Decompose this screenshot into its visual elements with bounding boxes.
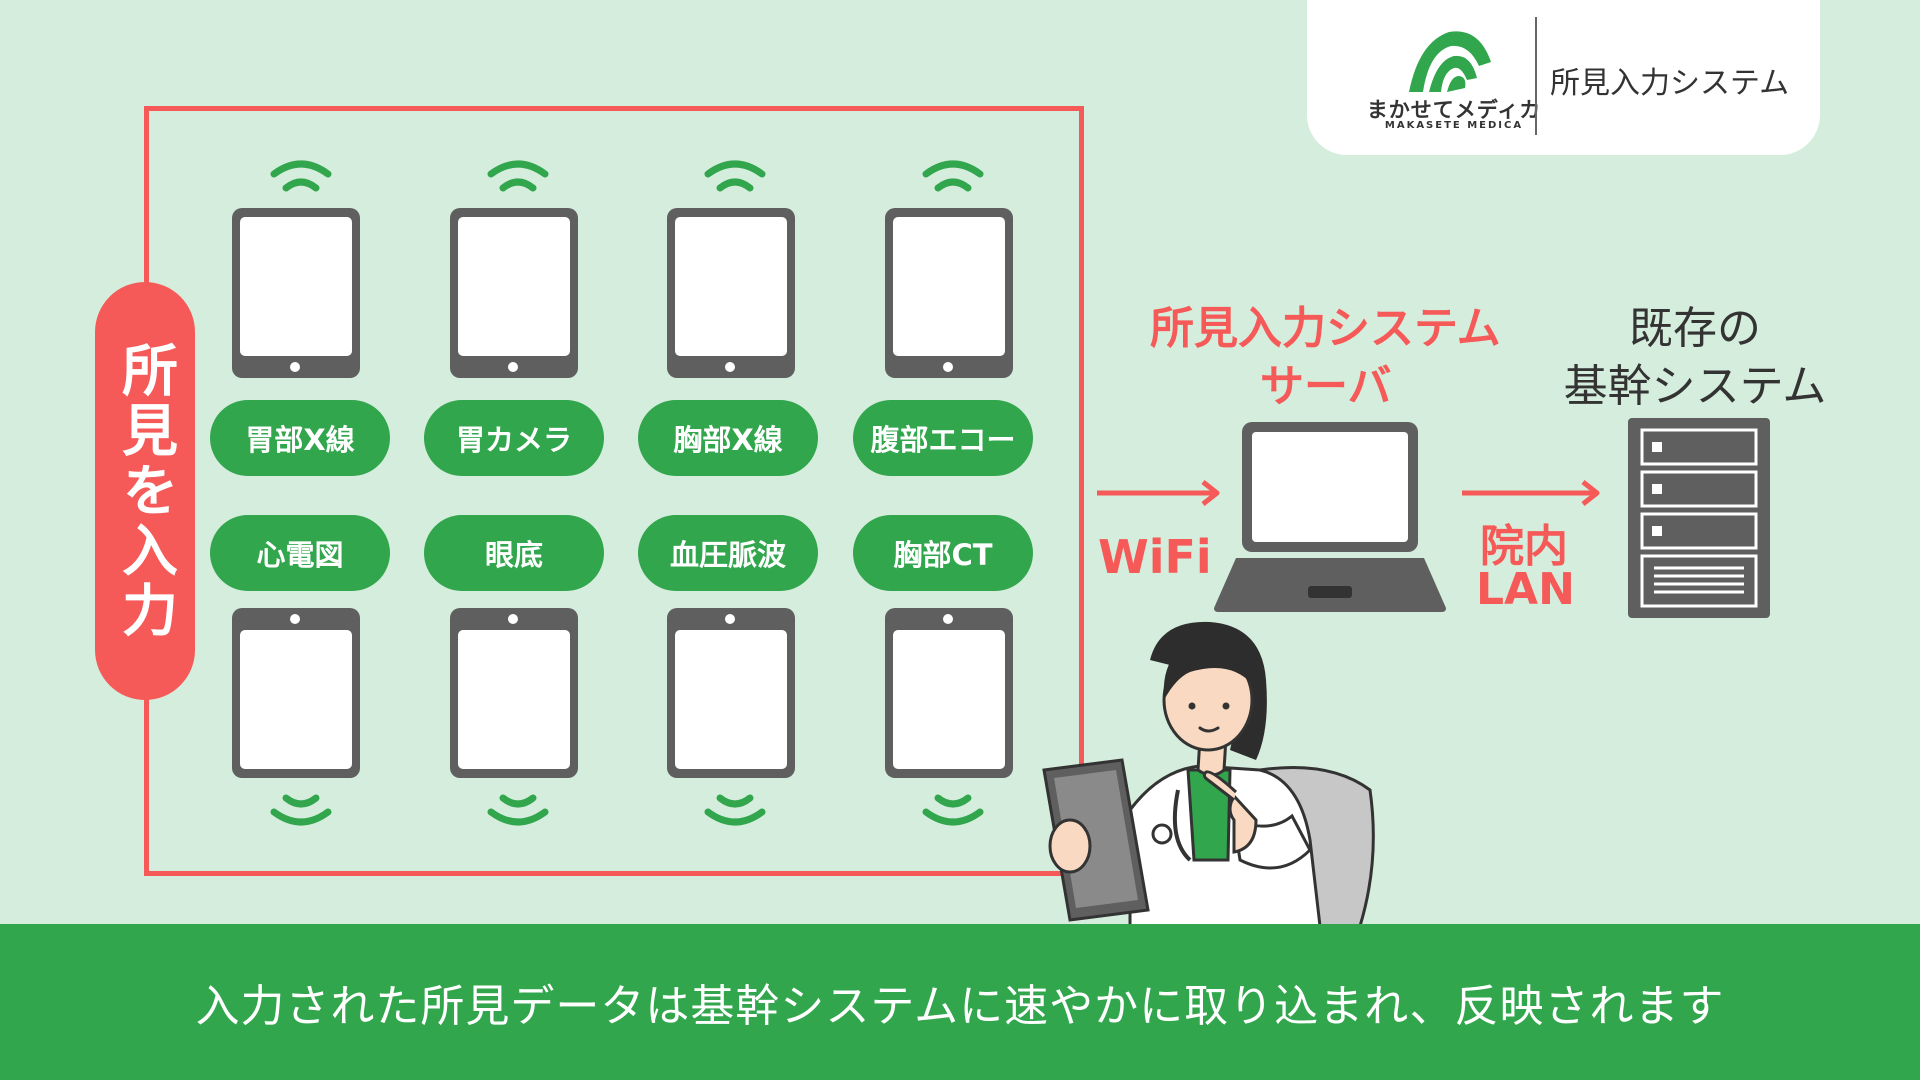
wifi-signal-icon <box>922 794 984 826</box>
wifi-signal-icon <box>270 160 332 192</box>
exam-tag: 胸部CT <box>853 515 1033 591</box>
server-label-line1: 所見入力システム <box>1150 303 1501 354</box>
product-name: 所見入力システム <box>1550 66 1790 101</box>
lan-label-line1: 院内 <box>1480 521 1568 572</box>
wifi-signal-icon <box>487 794 549 826</box>
core-system-label-line2: 基幹システム <box>1563 361 1827 412</box>
brand-divider <box>1535 17 1537 135</box>
arrow-right-icon <box>1462 480 1600 506</box>
wifi-signal-icon <box>704 794 766 826</box>
tablet-icon <box>450 208 578 378</box>
tablet-icon <box>885 608 1013 778</box>
laptop-icon <box>1214 422 1446 612</box>
doctor-illustration <box>1042 621 1375 926</box>
server-label-line2: サーバ <box>1260 361 1392 412</box>
exam-tag: 血圧脈波 <box>638 515 818 591</box>
wifi-signal-icon <box>922 160 984 192</box>
tablet-icon <box>232 608 360 778</box>
exam-tag: 心電図 <box>210 515 390 591</box>
brand-header: まかせてメディカ MAKASETE MEDICA 所見入力システム <box>1307 0 1820 155</box>
tablet-icon <box>450 608 578 778</box>
wifi-signal-icon <box>487 160 549 192</box>
tablet-icon <box>667 208 795 378</box>
tablet-icon <box>885 208 1013 378</box>
footer-banner: 入力された所見データは基幹システムに速やかに取り込まれ、反映されます <box>0 924 1920 1080</box>
arrow-right-icon <box>1097 480 1220 506</box>
core-system-label-line1: 既存の <box>1629 303 1761 354</box>
lan-label-line2: LAN <box>1476 564 1575 615</box>
brand-name: まかせてメディカ <box>1366 98 1542 122</box>
server-rack-icon <box>1628 418 1770 618</box>
wifi-signal-icon <box>704 160 766 192</box>
brand-logo-icon <box>1409 31 1491 92</box>
footer-text: 入力された所見データは基幹システムに速やかに取り込まれ、反映されます <box>195 981 1725 1032</box>
wifi-label: WiFi <box>1098 530 1212 584</box>
input-label-pill: 所見を入力 <box>95 282 195 700</box>
input-label: 所見を入力 <box>112 341 178 641</box>
wifi-signal-icon <box>270 794 332 826</box>
exam-tag: 胸部X線 <box>638 400 818 476</box>
brand-name-latin: MAKASETE MEDICA <box>1384 120 1524 131</box>
tablet-icon <box>667 608 795 778</box>
exam-tag: 胃カメラ <box>424 400 604 476</box>
exam-tag: 眼底 <box>424 515 604 591</box>
tablet-icon <box>232 208 360 378</box>
exam-tag: 腹部エコー <box>853 400 1033 476</box>
exam-tag: 胃部X線 <box>210 400 390 476</box>
